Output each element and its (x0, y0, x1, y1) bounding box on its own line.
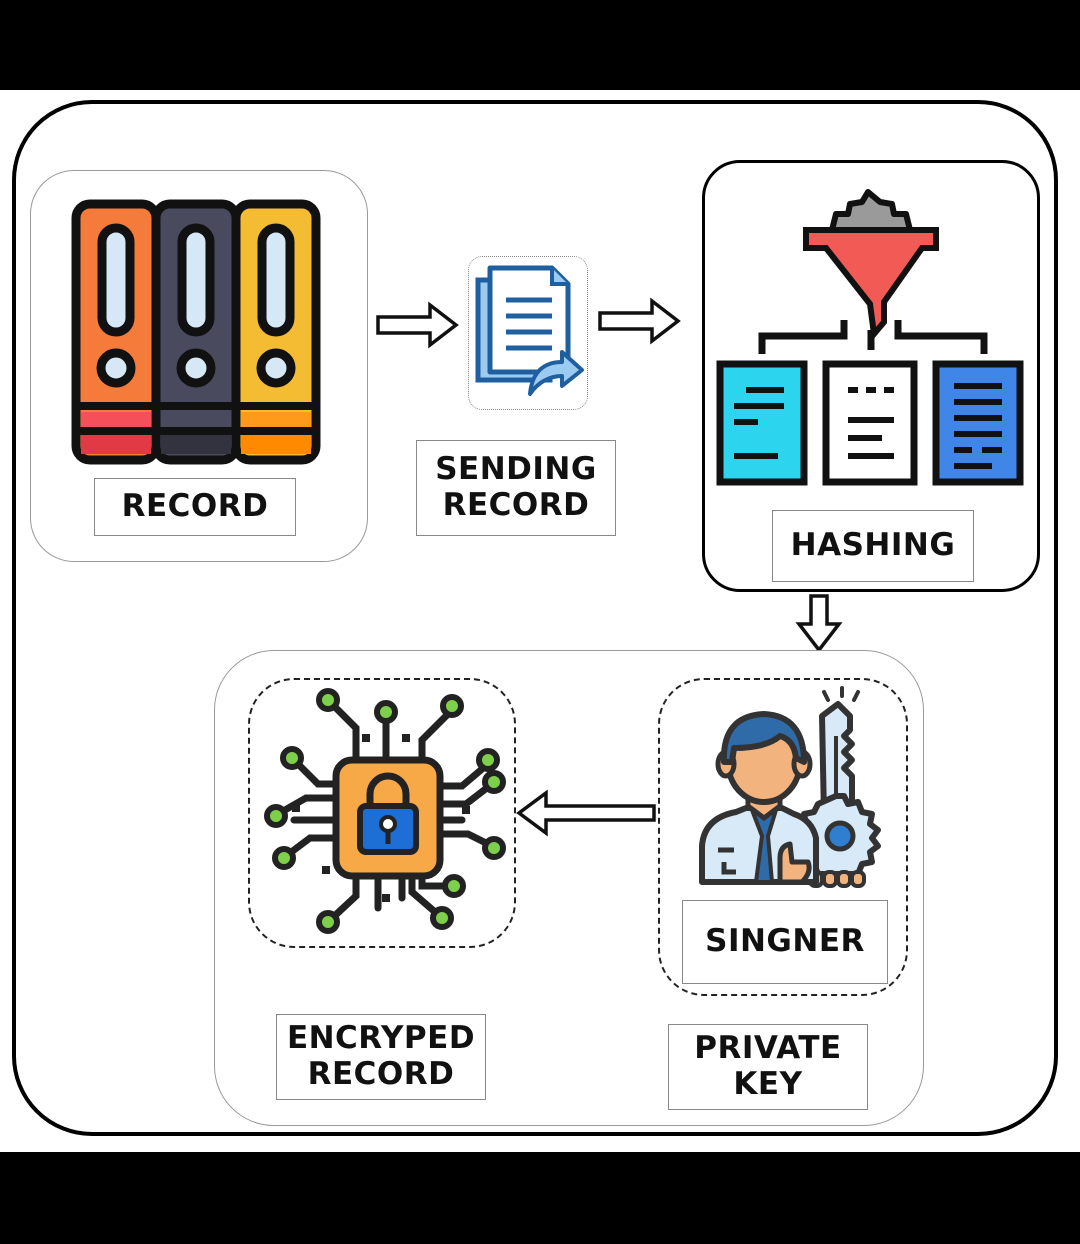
diagram-canvas: RECORD SENDING RECORD (0, 90, 1080, 1152)
chip-lock-icon (264, 688, 506, 934)
arrow-hashing-to-signer (795, 594, 843, 653)
funnel-hash-icon (716, 189, 1024, 486)
user-key-icon (699, 686, 881, 888)
record-label: RECORD (94, 478, 296, 536)
private-key-label: PRIVATE KEY (668, 1024, 868, 1110)
sending-record-label: SENDING RECORD (416, 440, 616, 536)
arrow-sending-to-hashing (598, 297, 681, 345)
encrypted-record-label: ENCRYPED RECORD (276, 1014, 486, 1100)
arrow-signer-to-encrypted (516, 789, 656, 837)
binders-icon (71, 199, 321, 465)
document-send-icon (475, 265, 584, 396)
signer-label: SINGNER (682, 900, 888, 984)
outer-frame (12, 100, 1058, 1136)
arrow-record-to-sending (376, 301, 459, 349)
hashing-label: HASHING (772, 510, 974, 582)
